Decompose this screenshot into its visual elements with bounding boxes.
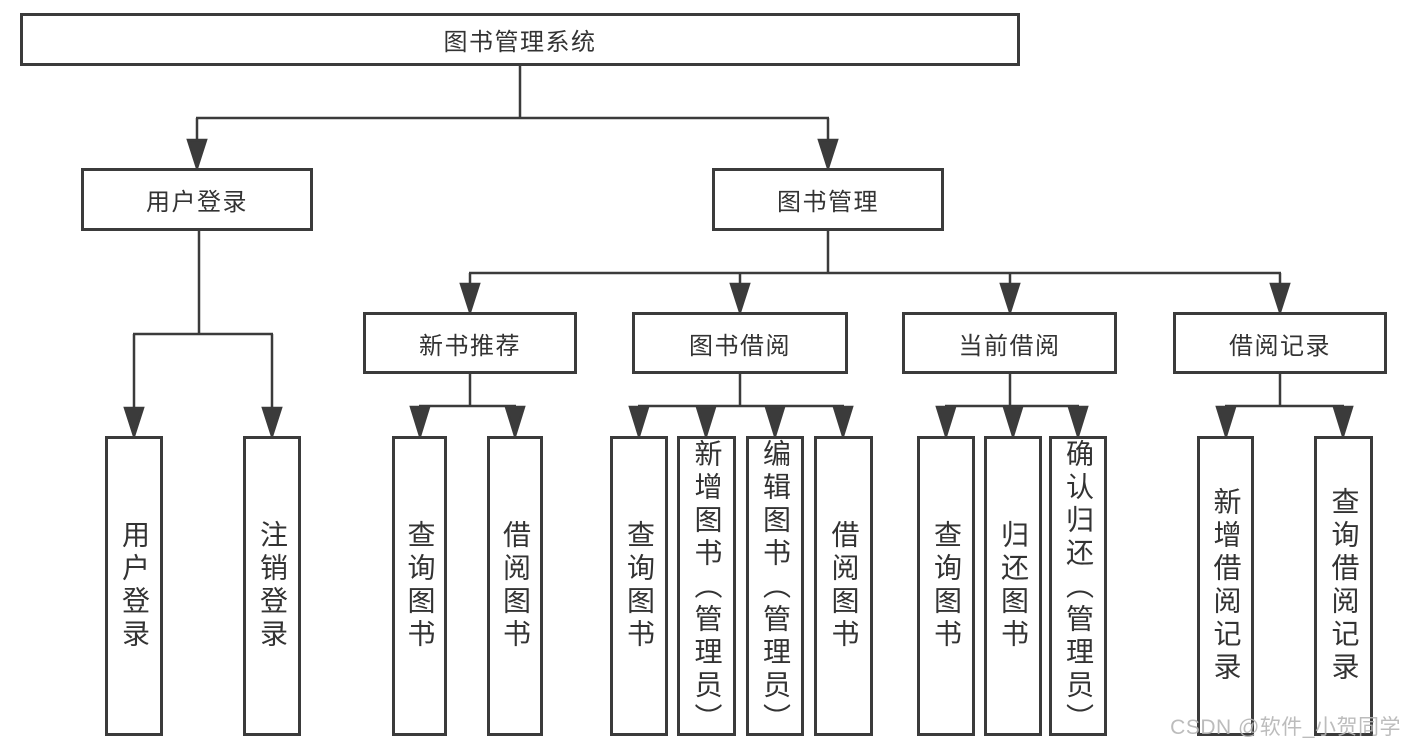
node-root-label: 图书管理系统 xyxy=(443,29,597,56)
node-borrow-records: 借阅记录 xyxy=(1173,312,1387,374)
node-new-book-recommend: 新书推荐 xyxy=(363,312,577,374)
leaf-borrow-books: 借阅图书 xyxy=(814,436,873,736)
node-user-login-label: 用户登录 xyxy=(146,189,248,216)
leaf-borrow-books-recommend-label: 借阅图书 xyxy=(500,520,531,652)
leaf-add-borrow-record: 新增借阅记录 xyxy=(1197,436,1254,736)
csdn-watermark: CSDN @软件_小贺同学 xyxy=(1170,716,1401,739)
leaf-confirm-return-admin-label: 确认归还（管理员） xyxy=(1063,439,1094,736)
leaf-query-books-recommend-label: 查询图书 xyxy=(404,520,436,652)
node-root: 图书管理系统 xyxy=(20,13,1020,66)
leaf-query-borrow-record-label: 查询借阅记录 xyxy=(1328,487,1360,685)
leaf-user-login: 用户登录 xyxy=(105,436,163,736)
node-borrow-records-label: 借阅记录 xyxy=(1229,332,1331,360)
leaf-logout-label: 注销登录 xyxy=(257,520,288,652)
node-book-management: 图书管理 xyxy=(712,168,944,231)
leaf-user-login-label: 用户登录 xyxy=(119,520,150,652)
leaf-add-borrow-record-label: 新增借阅记录 xyxy=(1210,487,1242,685)
node-book-borrow-label: 图书借阅 xyxy=(689,332,791,360)
leaf-edit-book-admin-label: 编辑图书（管理员） xyxy=(760,439,791,736)
leaf-query-books-current-label: 查询图书 xyxy=(931,520,962,652)
leaf-edit-book-admin: 编辑图书（管理员） xyxy=(746,436,804,736)
leaf-add-book-admin: 新增图书（管理员） xyxy=(677,436,736,736)
leaf-query-books-recommend: 查询图书 xyxy=(392,436,447,736)
node-book-borrow: 图书借阅 xyxy=(632,312,848,374)
leaf-borrow-books-label: 借阅图书 xyxy=(828,520,860,652)
leaf-query-books-borrow: 查询图书 xyxy=(610,436,668,736)
leaf-return-book: 归还图书 xyxy=(984,436,1042,736)
node-current-borrow: 当前借阅 xyxy=(902,312,1117,374)
leaf-confirm-return-admin: 确认归还（管理员） xyxy=(1049,436,1107,736)
node-new-book-recommend-label: 新书推荐 xyxy=(419,332,521,360)
leaf-query-books-borrow-label: 查询图书 xyxy=(624,520,655,652)
node-current-borrow-label: 当前借阅 xyxy=(958,332,1061,360)
leaf-query-borrow-record: 查询借阅记录 xyxy=(1314,436,1373,736)
leaf-query-books-current: 查询图书 xyxy=(917,436,975,736)
leaf-logout: 注销登录 xyxy=(243,436,301,736)
leaf-add-book-admin-label: 新增图书（管理员） xyxy=(691,439,723,736)
leaf-borrow-books-recommend: 借阅图书 xyxy=(487,436,543,736)
node-user-login: 用户登录 xyxy=(81,168,313,231)
leaf-return-book-label: 归还图书 xyxy=(998,520,1029,652)
node-book-management-label: 图书管理 xyxy=(777,189,879,216)
